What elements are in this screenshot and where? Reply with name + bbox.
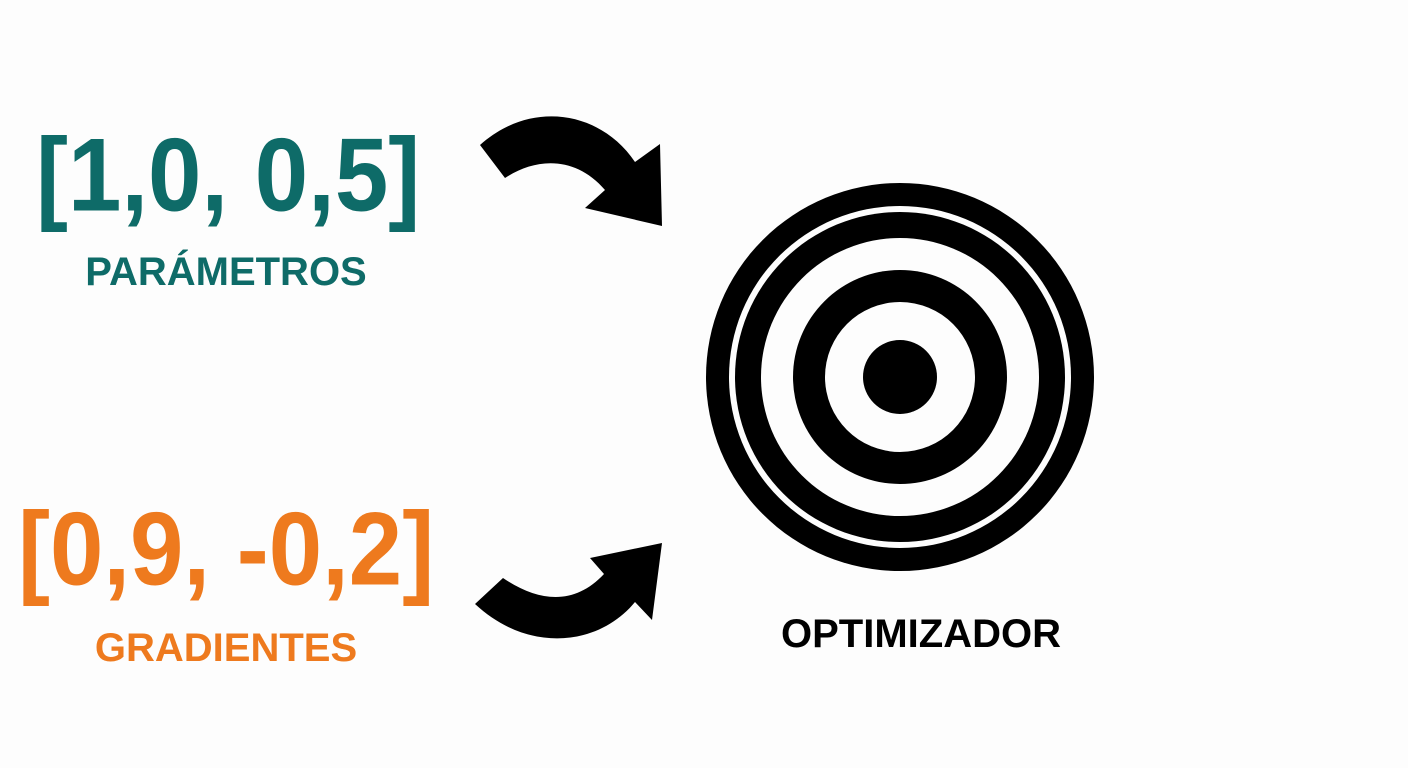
parameters-vector: [1,0, 0,5] xyxy=(36,117,421,234)
target-icon xyxy=(706,183,1094,571)
gradients-vector: [0,9, -0,2] xyxy=(18,491,435,608)
optimizer-label: OPTIMIZADOR xyxy=(781,612,1061,656)
parameters-label: PARÁMETROS xyxy=(85,250,367,294)
curved-arrow-up-right-icon xyxy=(475,543,662,639)
curved-arrow-down-right-icon xyxy=(480,116,662,226)
gradients-label: GRADIENTES xyxy=(94,626,358,670)
